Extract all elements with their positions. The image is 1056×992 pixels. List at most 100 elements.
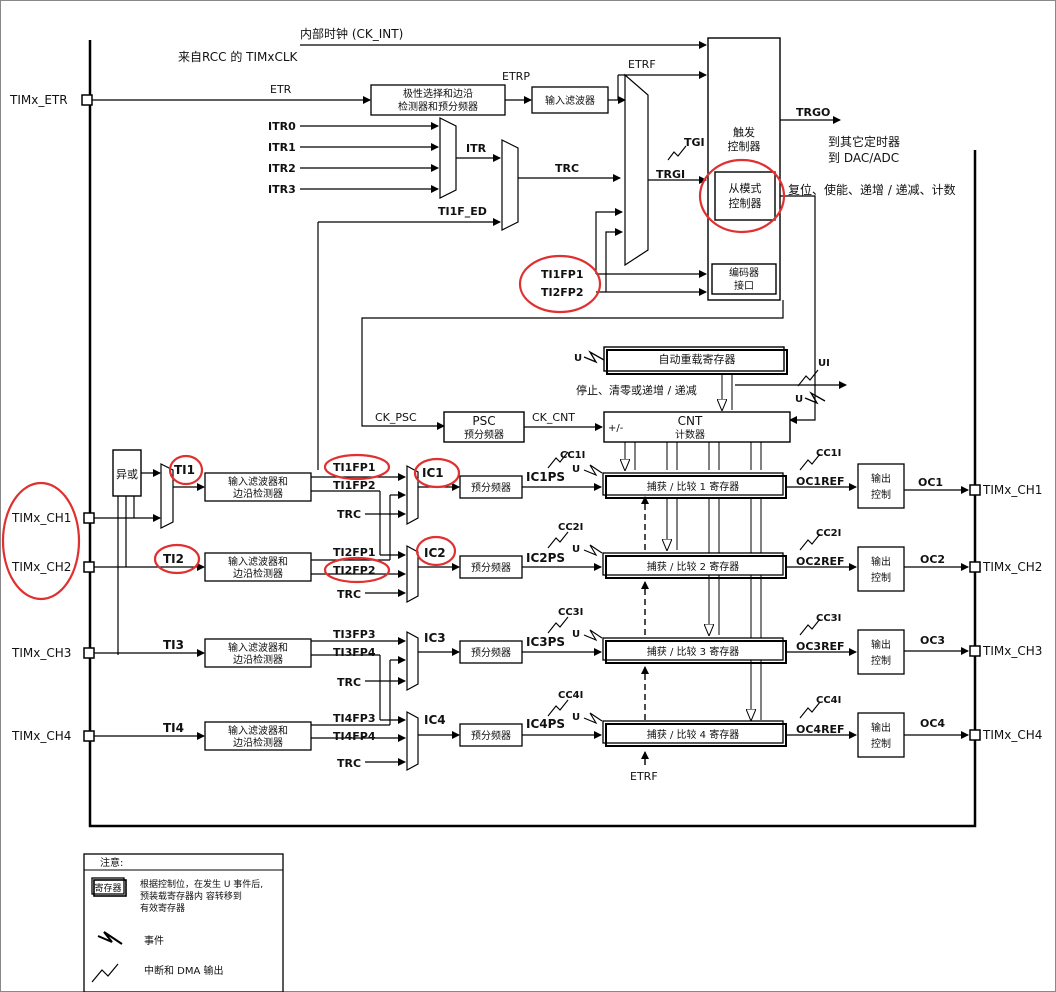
- polarity-label-2: 检测器和预分频器: [398, 100, 478, 113]
- fp-wiring: [311, 473, 406, 766]
- event-icon: [97, 931, 123, 945]
- trc2-label: TRC: [337, 588, 361, 601]
- itr2-label: ITR2: [268, 162, 296, 175]
- internal-clock-label: 内部时钟 (CK_INT): [300, 26, 403, 41]
- legend-register-label: 寄存器: [94, 882, 121, 894]
- encoder-inputs: TI1FP1 TI2FP2: [541, 208, 707, 299]
- ic-muxes: [406, 464, 460, 772]
- trgo-label: TRGO: [796, 106, 830, 119]
- to-other-timers-label: 到其它定时器: [828, 134, 900, 149]
- filter-edge-detector-4: [204, 721, 312, 751]
- highlight-ch1-ch2: [1, 481, 81, 601]
- filter3-label-1: 输入滤波器和: [228, 641, 288, 654]
- highlight-ti1: [168, 454, 204, 486]
- oc3-label: OC3: [920, 634, 945, 647]
- out-ch1-label: TIMx_CH1: [982, 483, 1042, 497]
- trigger-mux: [624, 73, 649, 267]
- filter1-label-2: 边沿检测器: [233, 487, 283, 500]
- ti4fp4-label: TI4FP4: [333, 730, 376, 743]
- rcc-clock-label: 来自RCC 的 TIMxCLK: [178, 49, 299, 64]
- ti3fp4-label: TI3FP4: [333, 646, 376, 659]
- cc-interrupts: [547, 451, 603, 725]
- cnt-sub-label: 计数器: [675, 428, 705, 441]
- ck-cnt-label: CK_CNT: [532, 411, 575, 424]
- out-ch3-pin[interactable]: [969, 645, 981, 657]
- xor-label: 异或: [116, 468, 138, 481]
- trc1-label: TRC: [337, 508, 361, 521]
- etr-pin[interactable]: [81, 94, 93, 106]
- out2-label-1: 输出: [871, 555, 891, 568]
- slave-mode-controller: [714, 171, 776, 221]
- oc3ref-label: OC3REF: [796, 640, 845, 653]
- ch2-pin[interactable]: [83, 561, 95, 573]
- legend-desc-3: 有效寄存器: [140, 902, 185, 914]
- prescaler1-label: 预分频器: [471, 481, 511, 494]
- ch4-pin[interactable]: [83, 730, 95, 742]
- output-section: [786, 453, 981, 758]
- ch4-pin-label: TIMx_CH4: [11, 729, 71, 743]
- itr-label: ITR: [466, 142, 487, 155]
- ti2fp2-label: TI2FP2: [333, 564, 375, 577]
- cc-registers: 捕获 / 比较 1 寄存器 捕获 / 比较 2 寄存器 捕获 / 比较 3 寄存…: [602, 472, 787, 747]
- out4-label-2: 控制: [871, 737, 891, 750]
- polarity-edge-prescaler-block: [370, 84, 506, 116]
- out1-label-1: 输出: [871, 472, 891, 485]
- psc-sub-label: 预分频器: [464, 428, 504, 441]
- oc1-label: OC1: [918, 476, 943, 489]
- autoreload-label: 自动重载寄存器: [659, 352, 736, 366]
- ti2fp2-top-label: TI2FP2: [541, 286, 583, 299]
- ti1-label: TI1: [174, 463, 195, 477]
- trc4-label: TRC: [337, 757, 361, 770]
- etr-input-filter-label: 输入滤波器: [545, 94, 595, 107]
- highlight-marks: [1, 158, 786, 601]
- ic2-label: IC2: [424, 546, 446, 560]
- slave-functions-label: 复位、使能、递增 / 递减、计数: [788, 182, 956, 197]
- out-cc2i-label: CC2I: [816, 528, 841, 539]
- ti1fp1-top-label: TI1FP1: [541, 268, 583, 281]
- oc2ref-label: OC2REF: [796, 555, 845, 568]
- filter-edge-detector-1: [204, 472, 312, 502]
- ch3-pin[interactable]: [83, 647, 95, 659]
- out-ch1-pin[interactable]: [969, 484, 981, 496]
- oc2-label: OC2: [920, 553, 945, 566]
- highlight-slave-mode: [698, 158, 786, 234]
- interrupt-icon: [91, 963, 119, 983]
- legend-register-box: [91, 877, 125, 895]
- legend-event-label: 事件: [144, 934, 164, 947]
- counter-control-label: 停止、清零或递增 / 递减: [576, 383, 697, 397]
- ic1-mux: [406, 464, 419, 526]
- cc2-u-label: U: [572, 544, 580, 555]
- legend-title: 注意:: [100, 856, 123, 869]
- ic3-mux: [406, 630, 419, 692]
- cc4-register: [602, 720, 784, 744]
- highlight-encoder-inputs: [518, 254, 602, 314]
- ti3fp3-label: TI3FP3: [333, 628, 375, 641]
- trigger-label-2: 控制器: [728, 139, 761, 153]
- ti1-select-mux: [160, 463, 174, 529]
- ck-psc-label: CK_PSC: [375, 411, 417, 424]
- cc1-register: [602, 472, 784, 496]
- etr-label: ETR: [270, 83, 292, 96]
- out-ch4-pin[interactable]: [969, 729, 981, 741]
- ti1fp1-label: TI1FP1: [333, 461, 375, 474]
- oc4ref-label: OC4REF: [796, 723, 845, 736]
- output-control-3: [857, 629, 905, 675]
- update-u-label: U: [795, 394, 803, 405]
- ch1-pin[interactable]: [83, 512, 95, 524]
- cc3-label: 捕获 / 比较 3 寄存器: [647, 645, 739, 658]
- etr-path: TIMx_ETR ETR 极性选择和边沿 检测器和预分频器 ETRP 输入滤波器…: [9, 58, 707, 116]
- ui-label: UI: [818, 358, 830, 369]
- filter4-label-2: 边沿检测器: [233, 736, 283, 749]
- ti4fp3-label: TI4FP3: [333, 712, 375, 725]
- ic2-mux: [406, 544, 419, 604]
- filter2-label-1: 输入滤波器和: [228, 555, 288, 568]
- highlight-ic2: [415, 535, 457, 567]
- out-ch2-pin[interactable]: [969, 561, 981, 573]
- itr-mux: [439, 117, 457, 199]
- channel-pins: TIMx_CH1 TIMx_CH2 TIMx_CH3 TIMx_CH4: [11, 511, 95, 743]
- out3-label-1: 输出: [871, 638, 891, 651]
- out-cc1i-label: CC1I: [816, 448, 841, 459]
- itr-inputs: ITR0 ITR1 ITR2 ITR3 ITR TRC TI1F_ED: [268, 117, 621, 470]
- cc4i-label: CC4I: [558, 690, 583, 701]
